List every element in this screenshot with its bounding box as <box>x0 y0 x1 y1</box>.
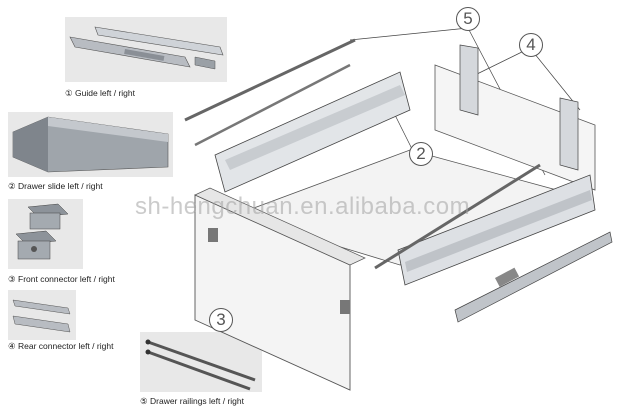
front-connector-right <box>340 300 350 314</box>
drawer-railings-image <box>145 339 256 391</box>
part-number-badge: ⑤ <box>140 396 148 406</box>
guide-rail-image <box>69 26 224 70</box>
part-label-3: ③ Front connector left / right <box>8 274 115 284</box>
guide-rail <box>454 231 613 323</box>
drawer-slide-thumbnail <box>8 112 173 177</box>
front-connector-left <box>208 228 218 242</box>
left-railing-upper <box>184 38 356 122</box>
part-number-badge: ④ <box>8 341 16 351</box>
callout-4: 4 <box>519 33 543 57</box>
part-number-badge: ② <box>8 181 16 191</box>
watermark: sh-hengchuan.en.alibaba.com <box>135 193 471 220</box>
part-label-1: ① Guide left / right <box>65 88 136 98</box>
callout-3: 3 <box>209 308 233 332</box>
part-number-badge: ① <box>65 88 73 98</box>
part-label-5: ⑤ Drawer railings left / right <box>140 396 245 406</box>
callout-5: 5 <box>456 7 480 31</box>
part-number-badge: ③ <box>8 274 16 284</box>
front-connector-image <box>15 203 69 260</box>
part-label-2: ② Drawer slide left / right <box>8 181 103 191</box>
guide-thumbnail <box>65 17 227 82</box>
drawer-railings-thumbnail <box>140 332 262 392</box>
part-label-4: ④ Rear connector left / right <box>8 341 114 351</box>
rear-connector-right <box>559 97 579 171</box>
right-railing <box>374 163 541 270</box>
front-connector-thumbnail <box>8 199 83 269</box>
rear-connector-thumbnail <box>8 290 76 340</box>
rear-connector-left <box>459 44 479 116</box>
left-railing-lower <box>194 63 351 147</box>
drawer-side-panel-image <box>12 116 169 173</box>
callout-2: 2 <box>409 142 433 166</box>
rear-connector-image <box>12 299 71 333</box>
